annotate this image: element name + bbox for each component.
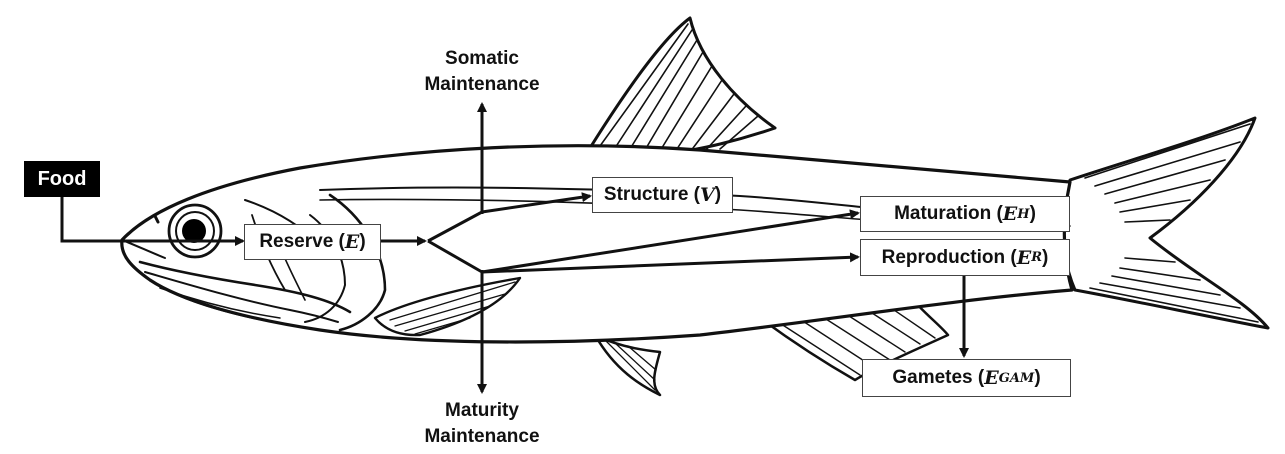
somatic-maintenance-label: Somatic Maintenance (424, 48, 540, 95)
gametes-symbol: E (984, 367, 999, 389)
reserve-box: Reserve (E) (244, 224, 381, 260)
arrow-to-reproduction (481, 252, 860, 274)
arrow-to-maturation (481, 209, 860, 274)
kappa-upper-branch (427, 210, 483, 243)
gill-cover (328, 193, 387, 332)
reserve-label: Reserve ( (259, 231, 345, 252)
structure-box: Structure (V) (592, 177, 733, 213)
maturation-symbol: E (1002, 203, 1018, 225)
maturity-maintenance-label: Maturity Maintenance (424, 400, 540, 447)
caudal-fin-rays (1084, 123, 1259, 323)
maturation-subscript: H (1017, 206, 1030, 222)
gametes-subscript: GAM (998, 370, 1035, 386)
reproduction-subscript: R (1031, 250, 1043, 265)
reserve-symbol: E (344, 231, 360, 253)
arrow-food-to-reserve (60, 195, 245, 246)
jaw (138, 260, 352, 314)
kappa-lower-branch (427, 239, 483, 274)
food-label: Food (37, 167, 87, 190)
gametes-label: Gametes ( (892, 367, 985, 388)
dorsal-fin-rays (599, 23, 759, 153)
food-box: Food (24, 161, 100, 197)
structure-symbol: V (700, 184, 715, 206)
reproduction-label: Reproduction ( (881, 246, 1017, 268)
eye-pupil (182, 219, 206, 243)
caudal-fin (1061, 116, 1270, 330)
structure-label: Structure ( (603, 184, 700, 205)
maturation-label: Maturation ( (894, 203, 1003, 224)
fish-illustration (120, 16, 1270, 397)
flow-arrows (60, 102, 969, 394)
reproduction-symbol: E (1016, 246, 1032, 269)
arrow-to-structure (481, 192, 592, 214)
